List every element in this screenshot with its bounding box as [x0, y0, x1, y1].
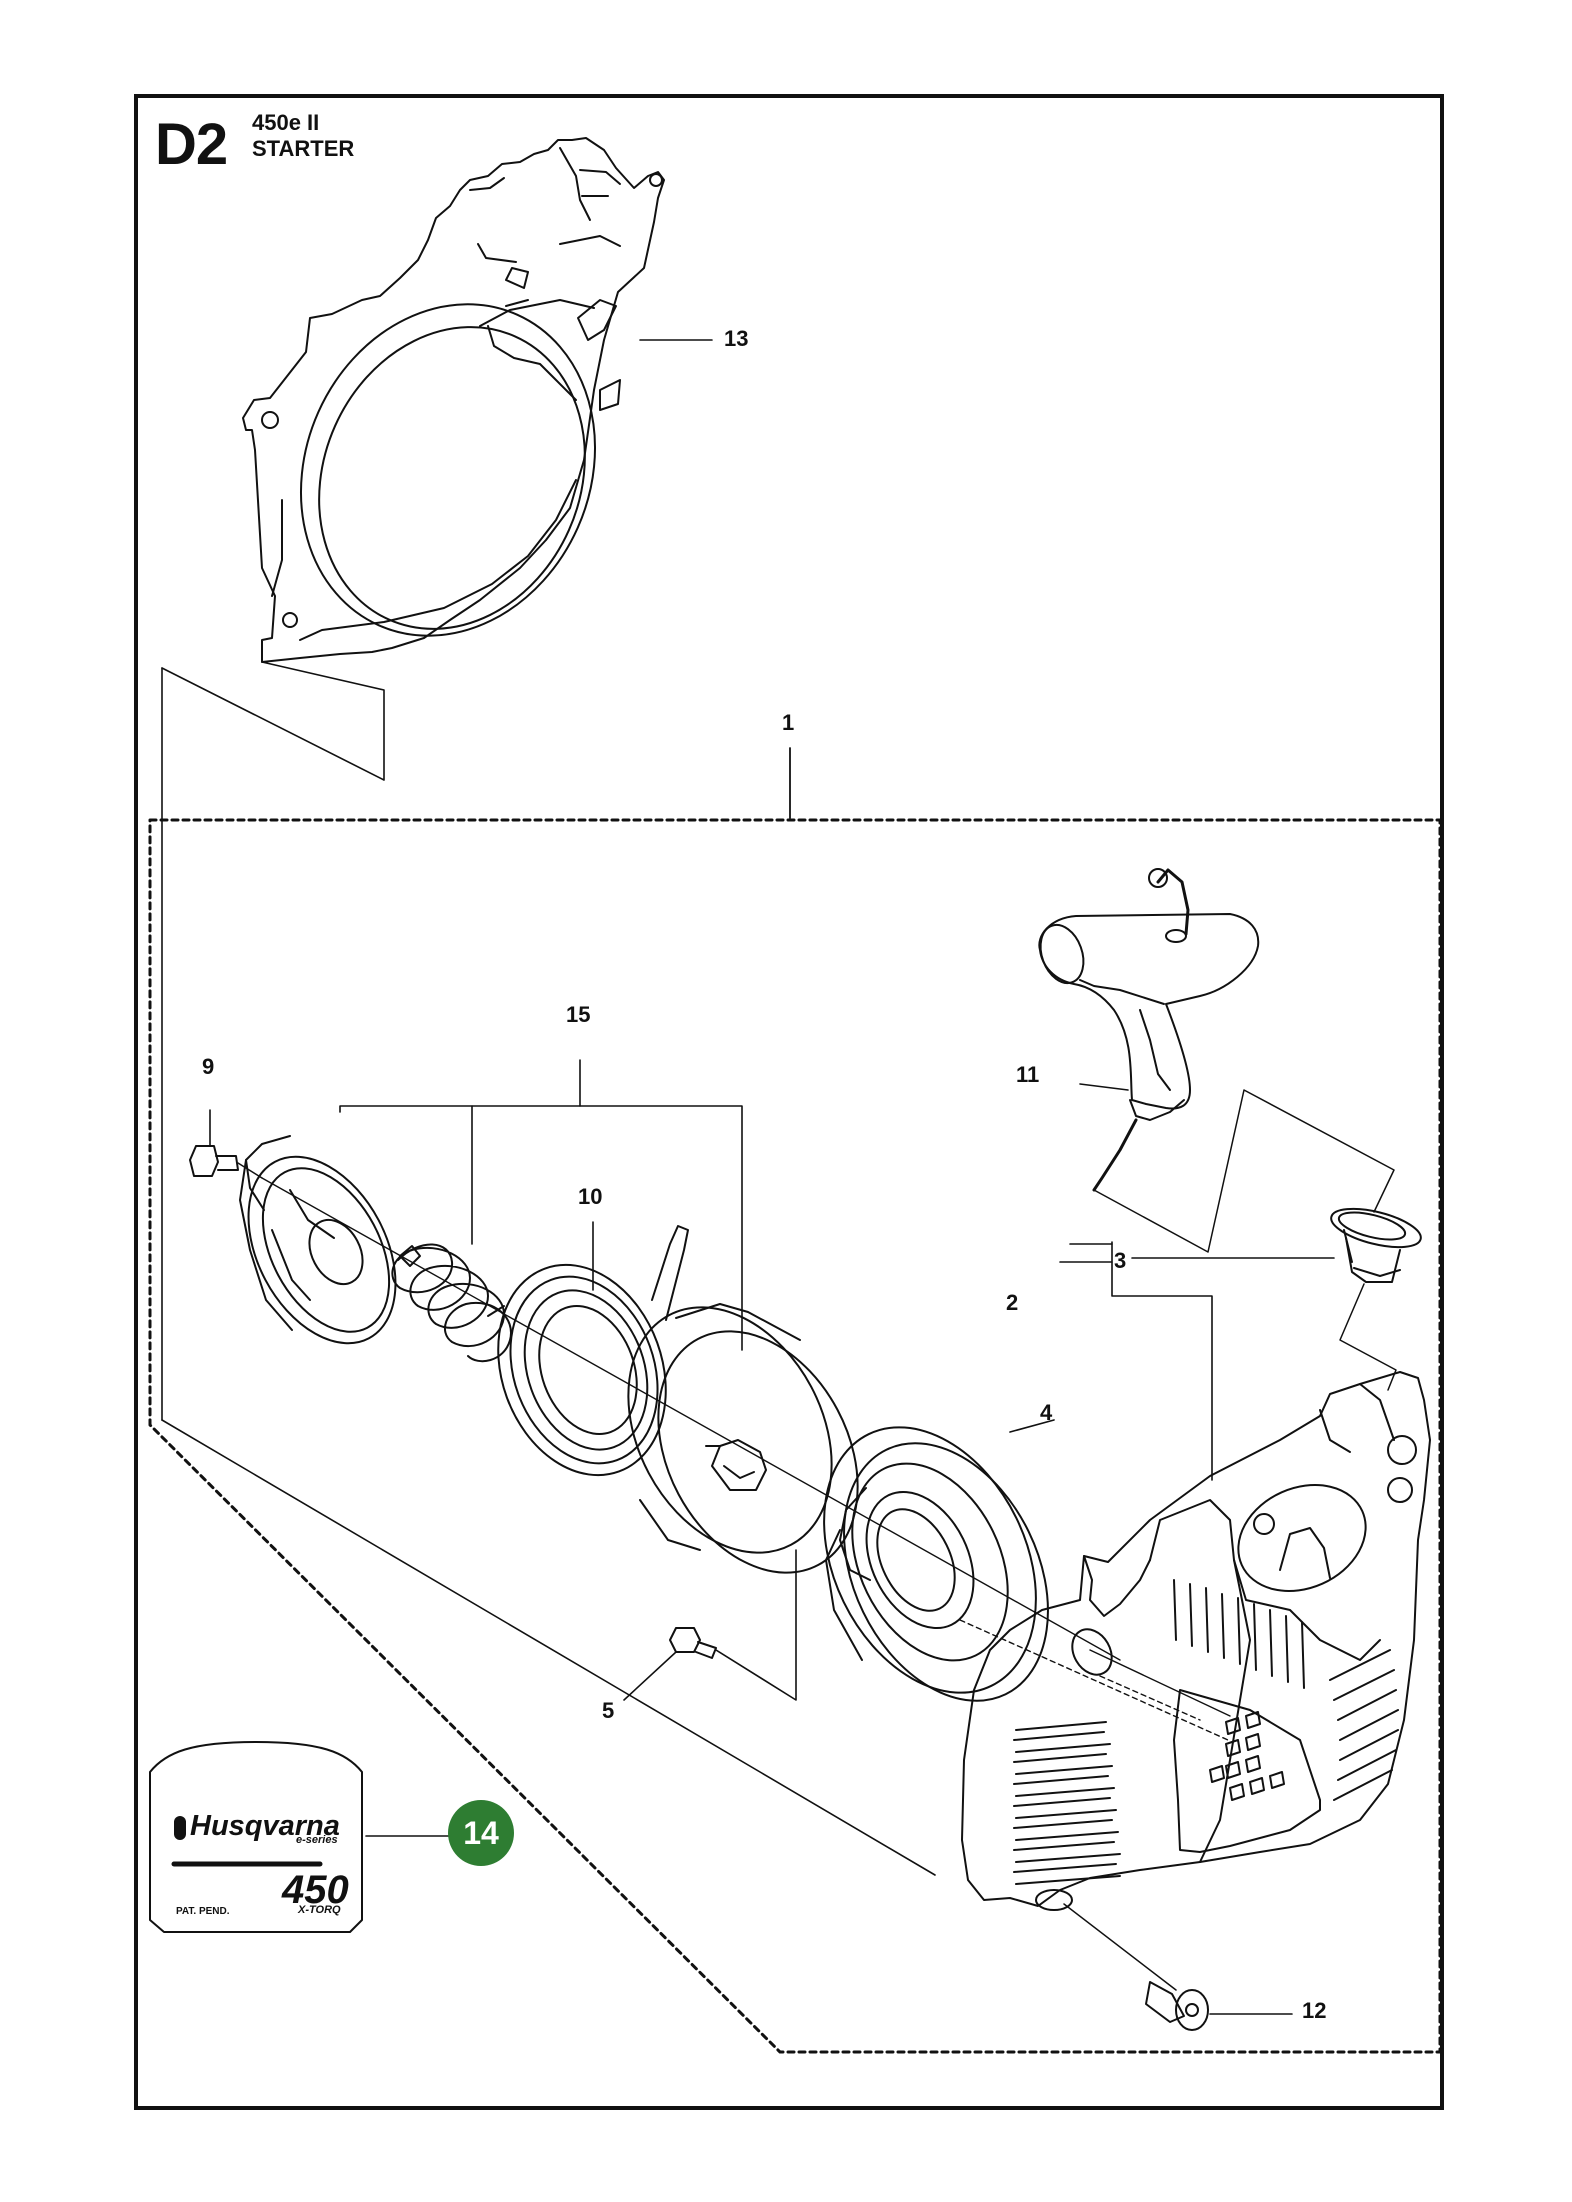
callout-1: 1 — [782, 710, 795, 735]
model-name: 450e II — [252, 110, 320, 135]
callout-11: 11 — [1016, 1062, 1040, 1087]
part-15-spring — [391, 1243, 512, 1363]
decal-series-text: e-series — [296, 1834, 338, 1846]
decal-brand-text: Husqvarna — [190, 1810, 340, 1842]
part-9-bolt — [189, 1109, 263, 1179]
part-14-decal — [149, 1741, 451, 1933]
callout-4: 4 — [1040, 1400, 1053, 1425]
part-15-pulley — [239, 1135, 397, 1345]
callout-10: 10 — [578, 1184, 603, 1209]
part-2-starter-housing — [961, 1371, 1431, 1911]
part-4-spring-cassette — [823, 1419, 1055, 1702]
part-11-starter-handle — [1038, 868, 1260, 1192]
part-12-screw — [1063, 1903, 1293, 2031]
decal-patent-text: PAT. PEND. — [176, 1906, 230, 1917]
callout-14-highlight: 14 — [448, 1800, 514, 1866]
callout-9: 9 — [202, 1054, 215, 1079]
decal-model-text: 450 — [282, 1868, 349, 1912]
part-3-rope-guide — [1330, 1207, 1422, 1283]
part-13-fan-cover — [242, 137, 665, 663]
part-15-rope-drum — [627, 1303, 859, 1574]
drawing-frame — [134, 94, 1444, 2110]
section-code: D2 — [155, 112, 228, 177]
part-5-screw — [623, 1549, 797, 1701]
assembly-1-boundary — [148, 818, 1442, 2054]
callout-13: 13 — [724, 326, 749, 351]
callout-3: 3 — [1114, 1248, 1127, 1273]
part-10-recoil-spring — [497, 1221, 689, 1477]
page-title: STARTER — [252, 136, 355, 161]
callout-2: 2 — [1006, 1290, 1019, 1315]
callout-12: 12 — [1302, 1998, 1327, 2023]
callout-15: 15 — [566, 1002, 591, 1027]
callout-5: 5 — [602, 1698, 615, 1723]
decal-tag-text: X-TORQ — [298, 1904, 341, 1916]
